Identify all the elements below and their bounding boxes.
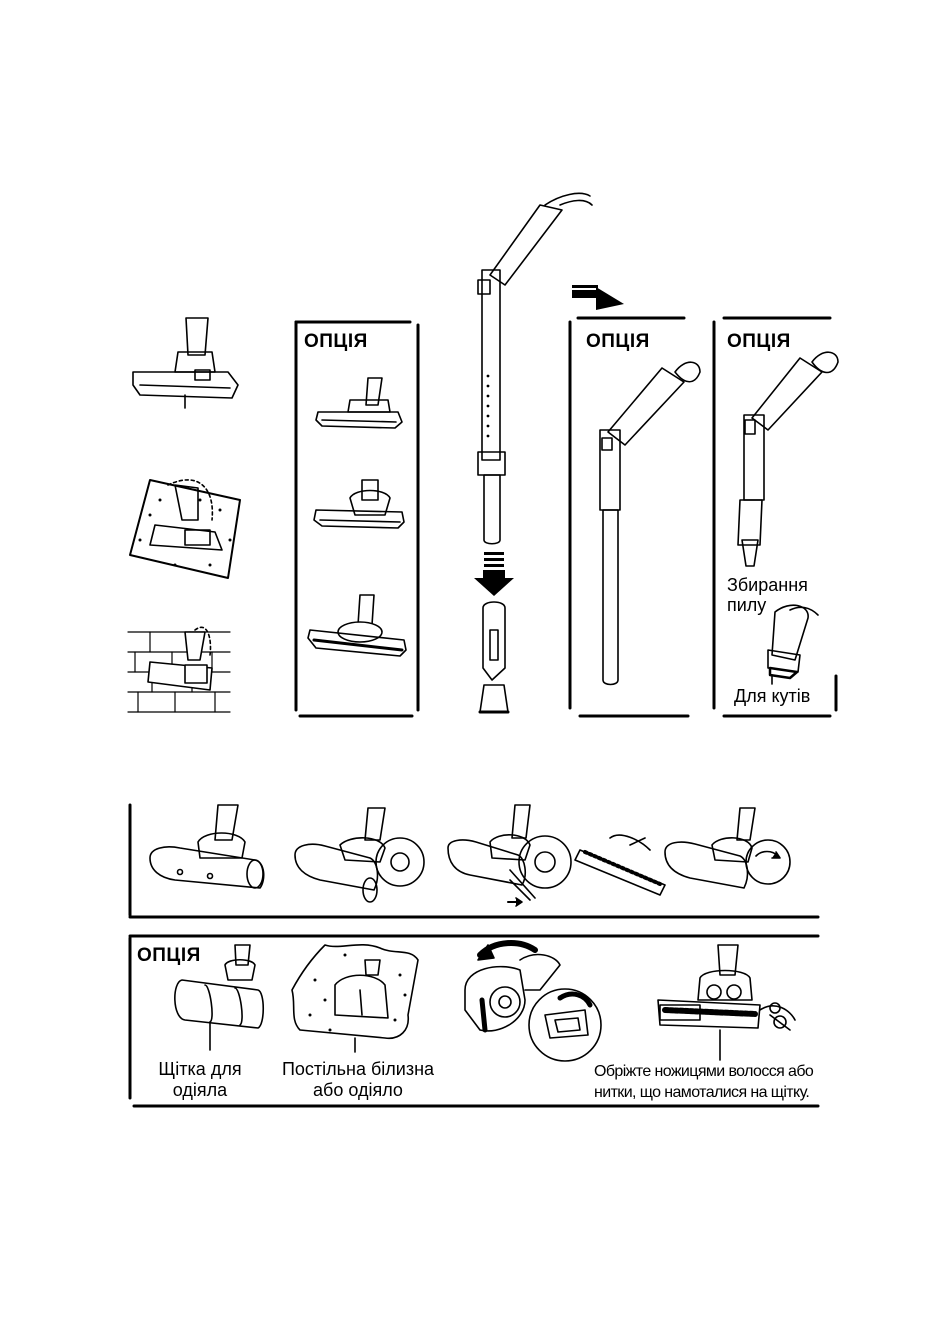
bedding-label-line-2: або одіяло bbox=[268, 1080, 448, 1101]
option-label-4: ОПЦІЯ bbox=[137, 945, 201, 967]
carpet-cleaning-illustration bbox=[130, 480, 240, 578]
arrow-down-icon bbox=[474, 552, 514, 596]
parquet-nozzle-2 bbox=[314, 480, 404, 528]
option-label-2: ОПЦІЯ bbox=[586, 331, 650, 353]
parquet-nozzle-3 bbox=[308, 595, 406, 656]
cut-hair-illustration bbox=[658, 945, 795, 1060]
crevice-tool bbox=[483, 602, 505, 680]
turbo-brush-3 bbox=[448, 805, 571, 906]
turbo-brush-2 bbox=[295, 808, 424, 902]
option-label-1: ОПЦІЯ bbox=[304, 331, 368, 353]
wall-brick-illustration bbox=[128, 627, 230, 712]
dust-label-line-2: пилу bbox=[727, 595, 766, 616]
option-label-3: ОПЦІЯ bbox=[727, 331, 791, 353]
bedding-label-line-1: Постільна білизна bbox=[268, 1059, 448, 1080]
brush-roller-removed bbox=[575, 835, 665, 895]
short-tube-illustration bbox=[600, 362, 700, 684]
corner-tool-illustration bbox=[768, 605, 818, 684]
bedding-illustration bbox=[292, 945, 418, 1052]
option-box-2-frame bbox=[570, 318, 688, 716]
turbo-brush-4 bbox=[665, 808, 790, 888]
tube-with-dust-tool bbox=[738, 352, 838, 566]
turbo-brush-1 bbox=[150, 805, 264, 888]
cut-hair-label-line-1: Обріжте ножицями волосся або bbox=[594, 1061, 813, 1082]
dust-label-line-1: Збирання bbox=[727, 575, 808, 596]
blanket-brush-label-line-1: Щітка для bbox=[140, 1059, 260, 1080]
brush-disassembly-illustration bbox=[465, 943, 601, 1061]
small-brush-tool bbox=[480, 685, 508, 712]
parquet-nozzle-1 bbox=[316, 378, 402, 428]
blanket-brush-label-line-2: одіяла bbox=[140, 1080, 260, 1101]
telescopic-tube-illustration bbox=[478, 193, 592, 543]
corners-label: Для кутів bbox=[734, 686, 810, 707]
arrow-diagonal-icon bbox=[572, 285, 624, 310]
cut-hair-label-line-2: нитки, що намоталися на щітку. bbox=[594, 1082, 809, 1103]
floor-nozzle-illustration bbox=[133, 318, 238, 408]
